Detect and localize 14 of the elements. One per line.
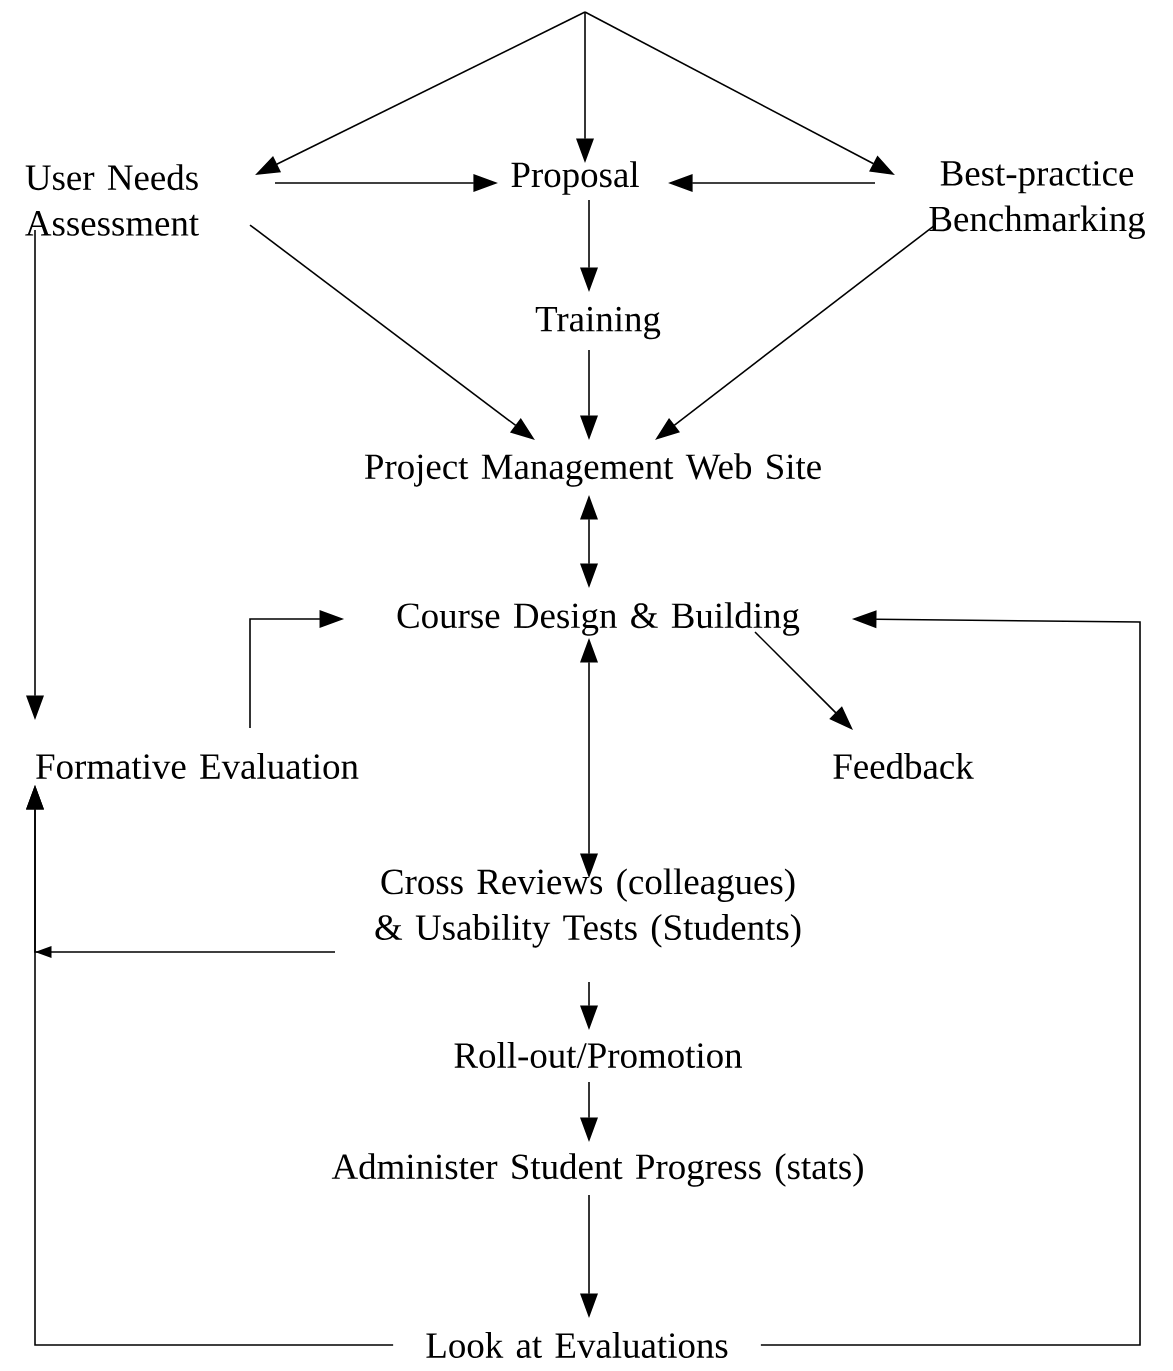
step-text: Feedback <box>833 753 974 779</box>
step-text: Formative Evaluation <box>36 753 359 779</box>
step-text: Look at Evaluations <box>426 1332 728 1358</box>
step-text: Best-practice Benchmarking <box>929 160 1145 240</box>
step-text: Project Management Web Site <box>365 453 821 487</box>
step-text: User Needs Assessment <box>25 164 199 236</box>
step-text: Roll-out/Promotion <box>454 1042 742 1068</box>
step-text: Administer Student Progress (stats) <box>331 1153 863 1187</box>
step-text: Training <box>535 306 661 340</box>
arrow <box>760 610 1141 1346</box>
step-text: Cross Reviews (colleagues) & Usability Tests (Students) <box>375 868 801 948</box>
step-text: Course Design & Building <box>397 602 800 636</box>
arrow <box>754 631 853 730</box>
step-text: Proposal <box>511 161 639 195</box>
